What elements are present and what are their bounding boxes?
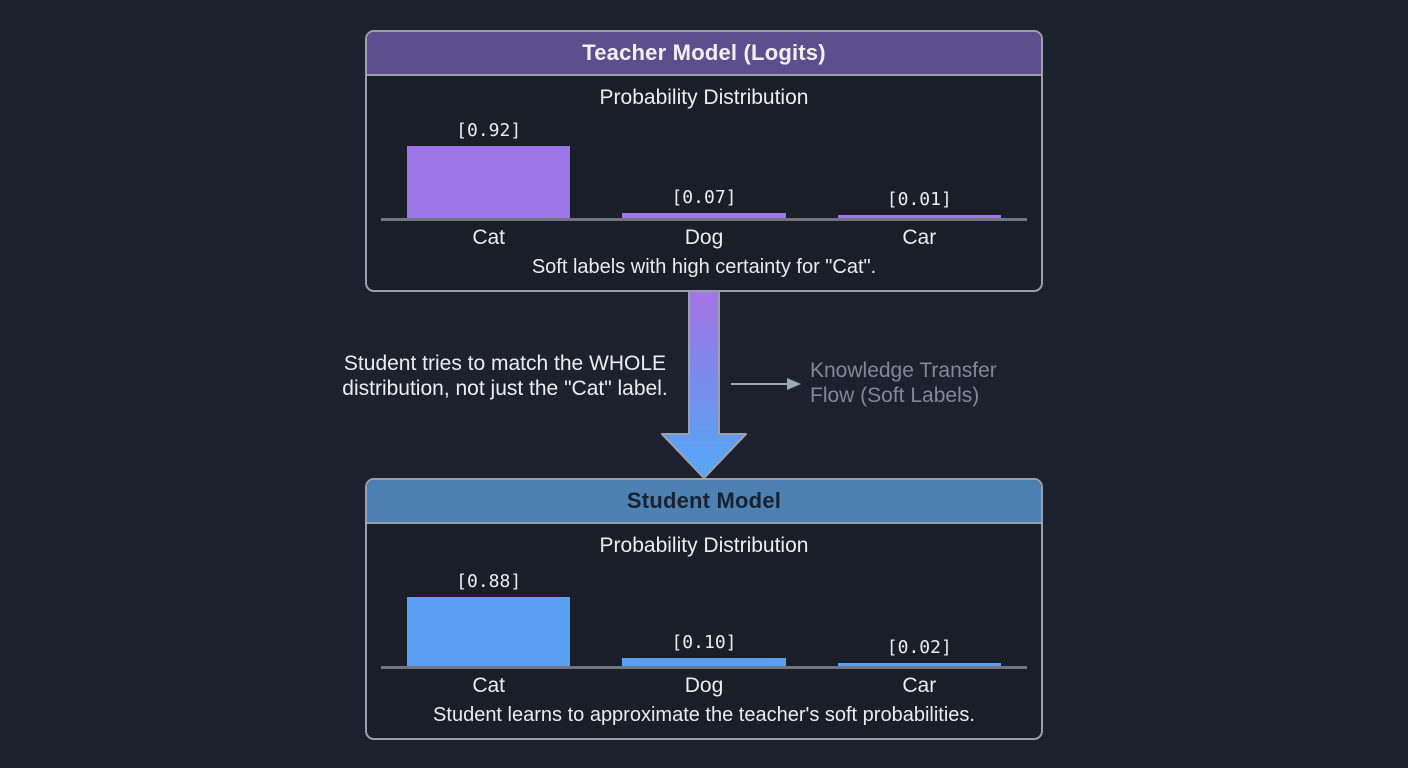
teacher-bar-car xyxy=(837,215,1002,218)
teacher-caption: Soft labels with high certainty for "Cat… xyxy=(531,256,877,278)
teacher-bar-value-cat: [0.92] xyxy=(456,120,522,141)
teacher-panel-title: Teacher Model (Logits) xyxy=(367,32,1041,76)
student-bar-column-dog: [0.10] xyxy=(596,632,811,666)
teacher-model-panel: Teacher Model (Logits) Probability Distr… xyxy=(365,30,1043,292)
match-distribution-note: Student tries to match the WHOLE distrib… xyxy=(331,351,679,401)
teacher-category-cat: Cat xyxy=(472,226,505,249)
student-panel-title: Student Model xyxy=(367,480,1041,524)
teacher-bar-dog xyxy=(622,213,786,218)
pointer-arrow-icon xyxy=(731,378,801,390)
teacher-bar-chart: [0.92] [0.07] [0.01] xyxy=(381,112,1027,221)
student-caption: Student learns to approximate the teache… xyxy=(433,704,975,726)
teacher-chart-title: Probability Distribution xyxy=(599,86,809,109)
student-chart-title: Probability Distribution xyxy=(599,534,809,557)
student-bar-value-dog: [0.10] xyxy=(671,632,737,653)
knowledge-transfer-arrow-icon xyxy=(661,291,747,479)
teacher-bar-value-car: [0.01] xyxy=(886,189,952,210)
teacher-bar-column-dog: [0.07] xyxy=(596,187,811,218)
teacher-category-row: Cat Dog Car xyxy=(381,221,1027,250)
teacher-category-car: Car xyxy=(902,226,937,249)
student-category-dog: Dog xyxy=(684,674,724,697)
student-bar-value-car: [0.02] xyxy=(886,637,952,658)
teacher-bar-value-dog: [0.07] xyxy=(671,187,737,208)
knowledge-transfer-label-line1: Knowledge Transfer xyxy=(810,359,997,382)
student-bar-column-car: [0.02] xyxy=(812,637,1027,666)
teacher-category-dog: Dog xyxy=(684,226,724,249)
teacher-bar-column-cat: [0.92] xyxy=(381,120,596,218)
student-model-panel: Student Model Probability Distribution [… xyxy=(365,478,1043,740)
student-category-car: Car xyxy=(902,674,937,697)
match-distribution-note-line1: Student tries to match the WHOLE xyxy=(343,352,667,375)
student-category-row: Cat Dog Car xyxy=(381,669,1027,698)
student-bar-cat xyxy=(406,597,571,666)
student-bar-column-cat: [0.88] xyxy=(381,571,596,666)
student-bar-car xyxy=(837,663,1002,666)
knowledge-transfer-label: Knowledge Transfer Flow (Soft Labels) xyxy=(810,358,997,408)
student-bar-value-cat: [0.88] xyxy=(456,571,522,592)
student-category-cat: Cat xyxy=(472,674,505,697)
knowledge-transfer-label-line2: Flow (Soft Labels) xyxy=(810,384,980,407)
student-bar-chart: [0.88] [0.10] [0.02] xyxy=(381,560,1027,669)
teacher-bar-column-car: [0.01] xyxy=(812,189,1027,218)
student-bar-dog xyxy=(622,658,786,666)
match-distribution-note-line2: distribution, not just the "Cat" label. xyxy=(342,377,668,400)
teacher-bar-cat xyxy=(406,146,571,218)
